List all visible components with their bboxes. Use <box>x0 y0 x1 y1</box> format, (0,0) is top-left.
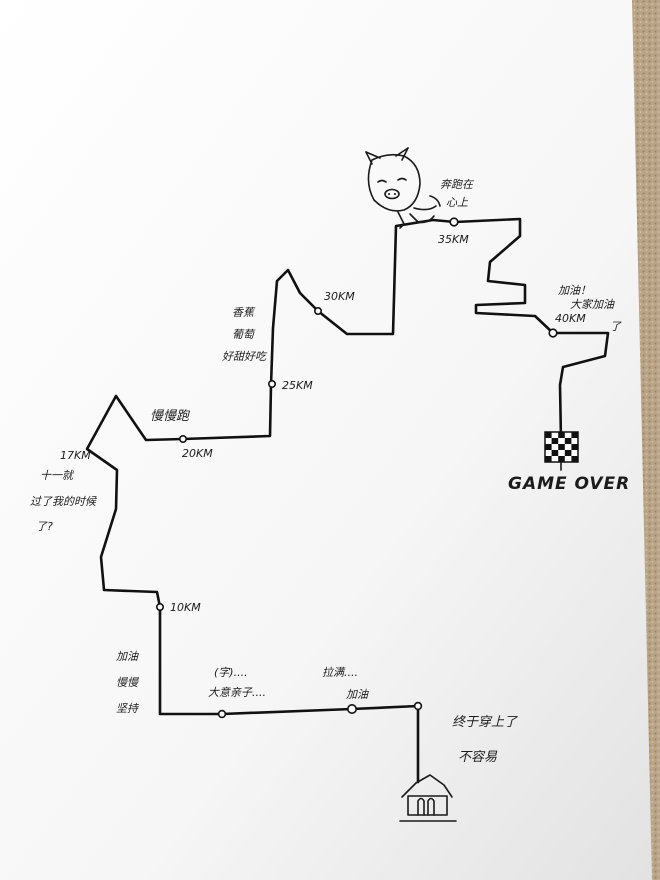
note-40km-line-2: 大家加油 <box>570 298 615 311</box>
note-25km-line-3: 好甜好吃 <box>222 350 268 363</box>
note-bottom-left-line-1: (字).... <box>214 666 248 679</box>
start-note: 终于穿上了 不容易 <box>452 715 518 765</box>
house-icon <box>399 774 457 822</box>
note-bottom-right-line-1: 拉满.... <box>322 666 358 679</box>
note-17km-line-3: 了? <box>36 520 53 533</box>
label-10km: 10KM <box>170 601 201 614</box>
note-bottom-left-line-2: 大意亲子.... <box>208 686 266 699</box>
label-30km: 30KM <box>324 290 355 303</box>
note-35km: 奔跑在 心上 <box>440 178 475 209</box>
marker-30km <box>313 306 322 315</box>
note-17km: 十一就 过了我的时候 了? <box>30 469 98 533</box>
start-note-line-2: 不容易 <box>458 749 498 765</box>
note-35km-line-2: 心上 <box>446 196 469 209</box>
finish-label: GAME OVER <box>508 474 630 494</box>
label-17km: 17KM <box>60 449 91 462</box>
note-left-line-2: 慢慢 <box>116 676 139 689</box>
note-20km: 慢慢跑 <box>150 409 191 424</box>
marker-40km <box>548 328 558 338</box>
label-25km: 25KM <box>282 379 313 392</box>
note-25km-line-2: 葡萄 <box>232 328 256 341</box>
note-35km-line-1: 奔跑在 <box>440 178 475 191</box>
note-bottom-left: (字).... 大意亲子.... <box>208 666 266 699</box>
route-path <box>85 217 610 784</box>
note-17km-line-1: 十一就 <box>40 469 75 482</box>
note-left-line-3: 坚持 <box>116 702 139 715</box>
marker-10km <box>156 602 165 611</box>
label-40km: 40KM <box>555 312 586 325</box>
marker-35km <box>449 217 459 227</box>
marker-20km <box>179 434 188 443</box>
note-left-line-1: 加油 <box>116 650 139 663</box>
marker-bottom-right <box>346 703 357 714</box>
note-left-vertical: 加油 慢慢 坚持 <box>116 650 139 715</box>
note-25km: 香蕉 葡萄 好甜好吃 <box>222 306 268 363</box>
note-25km-line-1: 香蕉 <box>232 306 256 319</box>
marker-25km <box>267 379 276 388</box>
label-35km: 35KM <box>438 233 469 246</box>
label-20km: 20KM <box>182 447 213 460</box>
start-note-line-1: 终于穿上了 <box>452 715 518 730</box>
note-bottom-right: 拉满.... 加油 <box>322 666 369 701</box>
note-40km-line-1: 加油！ <box>558 284 591 297</box>
marker-start-turn <box>413 701 423 711</box>
marker-bottom-left <box>217 709 227 719</box>
checkered-flag-icon <box>544 431 579 471</box>
note-17km-line-2: 过了我的时候 <box>30 495 98 508</box>
note-bottom-right-line-2: 加油 <box>346 688 369 701</box>
pig-mascot-icon <box>365 147 441 229</box>
note-40km-line-3: 了 <box>610 320 622 333</box>
note-40km: 加油！ 大家加油 了 <box>558 284 622 333</box>
